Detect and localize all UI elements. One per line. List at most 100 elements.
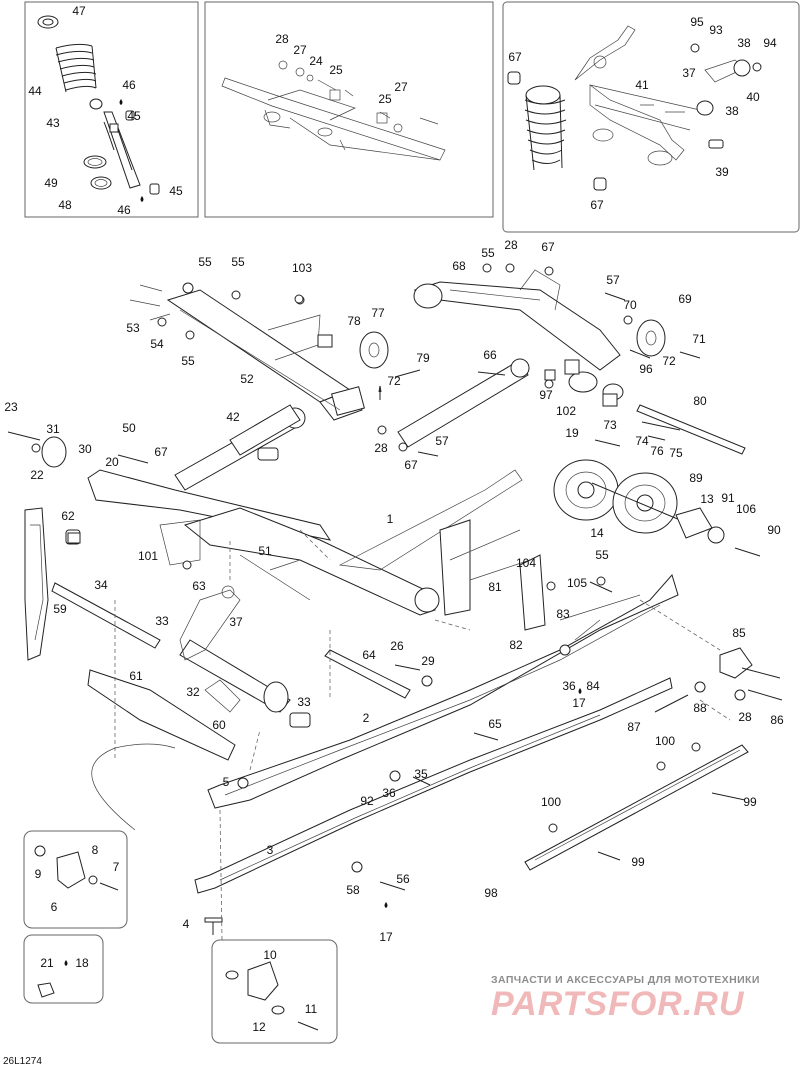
callout-number: 4 [182,917,190,931]
callout-number: 53 [126,321,140,335]
callout-number: 79 [416,351,430,365]
callout-number: 90 [767,523,781,537]
inset-frame-stopper [23,830,128,929]
callout-number: 77 [371,306,385,320]
callout-number: 20 [105,455,119,469]
callout-number: 83 [556,607,570,621]
callout-number: 1 [386,512,394,526]
callout-number: 38 [725,104,739,118]
main-assembly-drawing [7,263,783,1031]
callout-number: 81 [488,580,502,594]
callout-number: 47 [72,4,86,18]
callout-number: 37 [682,66,696,80]
callout-number: 11 [304,1002,318,1016]
callout-number: 24 [309,54,323,68]
callout-number: 28 [738,710,752,724]
callout-number: 45 [169,184,183,198]
callout-number: 35 [414,767,428,781]
linkage-shock-drawing [507,25,762,191]
callout-number: 102 [555,404,577,418]
inset-frame-linkage [502,1,800,233]
callout-number: 95 [690,15,704,29]
callout-number: 85 [732,626,746,640]
callout-number: 55 [181,354,195,368]
callout-number: 100 [540,795,562,809]
watermark-tagline: ЗАПЧАСТИ И АКСЕССУАРЫ ДЛЯ МОТОТЕХНИКИ [491,974,760,986]
callout-number: 67 [541,240,555,254]
inset-frame-arms [204,1,494,218]
watermark-brand: PARTSFOR.RU [491,985,745,1023]
callout-number: 5 [222,775,230,789]
callout-number: 89 [689,471,703,485]
callout-number: 22 [30,468,44,482]
callout-number: 36 [562,679,576,693]
callout-number: 7 [112,860,120,874]
callout-number: 17 [379,930,393,944]
callout-number: 26 [390,639,404,653]
callout-number: 29 [421,654,435,668]
callout-number: 55 [231,255,245,269]
callout-number: 51 [258,544,272,558]
callout-number: 27 [293,43,307,57]
callout-number: 52 [240,372,254,386]
callout-number: 40 [746,90,760,104]
callout-number: 50 [122,421,136,435]
callout-number: 69 [678,292,692,306]
callout-number: 2 [362,711,370,725]
callout-number: 49 [44,176,58,190]
callout-number: 64 [362,648,376,662]
callout-number: 58 [346,883,360,897]
callout-number: 60 [212,718,226,732]
callout-number: 42 [226,410,240,424]
callout-number: 62 [61,509,75,523]
callout-number: 92 [360,794,374,808]
inset-frame-slider-clip [211,939,338,1044]
callout-number: 25 [329,63,343,77]
callout-number: 105 [566,576,588,590]
callout-number: 27 [394,80,408,94]
callout-number: 94 [763,36,777,50]
callout-number: 28 [275,32,289,46]
callout-number: 18 [75,956,89,970]
callout-number: 101 [137,549,159,563]
callout-number: 44 [28,84,42,98]
callout-number: 48 [58,198,72,212]
callout-number: 98 [484,886,498,900]
callout-number: 14 [590,526,604,540]
rear-arm-drawing [221,60,446,161]
callout-number: 54 [150,337,164,351]
callout-number: 23 [4,400,18,414]
callout-number: 9 [34,867,42,881]
callout-number: 8 [91,843,99,857]
callout-number: 28 [374,441,388,455]
callout-number: 55 [595,548,609,562]
callout-number: 86 [770,713,784,727]
callout-number: 67 [404,458,418,472]
callout-number: 99 [743,795,757,809]
callout-number: 75 [669,446,683,460]
callout-number: 41 [635,78,649,92]
callout-number: 19 [565,426,579,440]
callout-number: 57 [606,273,620,287]
callout-number: 45 [127,109,141,123]
callout-number: 87 [627,720,641,734]
callout-number: 33 [297,695,311,709]
callout-number: 88 [693,701,707,715]
callout-number: 76 [650,444,664,458]
callout-number: 73 [603,418,617,432]
callout-number: 3 [266,843,274,857]
callout-number: 91 [721,491,735,505]
callout-number: 21 [40,956,54,970]
callout-number: 28 [504,238,518,252]
callout-number: 104 [515,556,537,570]
callout-number: 17 [572,696,586,710]
callout-number: 82 [509,638,523,652]
callout-number: 78 [347,314,361,328]
callout-number: 71 [692,332,706,346]
callout-number: 46 [117,203,131,217]
callout-number: 84 [586,679,600,693]
callout-number: 57 [435,434,449,448]
callout-number: 38 [737,36,751,50]
